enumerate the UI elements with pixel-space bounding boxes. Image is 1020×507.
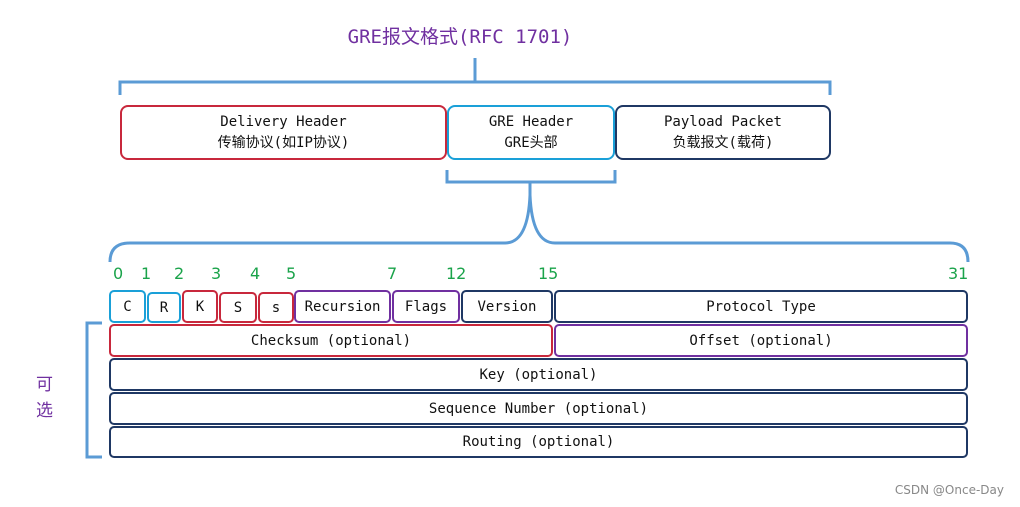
- top-bracket: [118, 58, 832, 95]
- optional-label-2: 选: [36, 401, 53, 421]
- field-c: C: [109, 290, 146, 323]
- bit-number-2: 2: [174, 264, 185, 283]
- bit-number-3: 3: [211, 264, 222, 283]
- bit-number-0: 0: [113, 264, 124, 283]
- gre-bracket: [445, 170, 617, 195]
- field-k: K: [182, 290, 218, 323]
- field-sequence-number: Sequence Number (optional): [109, 392, 968, 425]
- bit-number-4: 4: [250, 264, 261, 283]
- watermark: CSDN @Once-Day: [894, 483, 1004, 497]
- payload-packet-label: Payload Packet: [663, 113, 782, 130]
- field-flags: Flags: [392, 290, 460, 323]
- bit-number-7: 7: [387, 264, 398, 283]
- field-offset: Offset (optional): [554, 324, 968, 357]
- delivery-header-box: Delivery Header 传输协议(如IP协议): [120, 105, 447, 160]
- field-s-strict: s: [258, 292, 294, 323]
- delivery-header-label: Delivery Header: [220, 113, 347, 130]
- gre-header-box: GRE Header GRE头部: [447, 105, 615, 160]
- field-key: Key (optional): [109, 358, 968, 391]
- payload-packet-box: Payload Packet 负载报文(载荷): [615, 105, 831, 160]
- bit-number-15: 15: [538, 264, 559, 283]
- field-recursion: Recursion: [294, 290, 391, 323]
- field-s: S: [219, 292, 257, 323]
- delivery-header-sublabel: 传输协议(如IP协议): [217, 134, 350, 151]
- field-r: R: [147, 292, 181, 323]
- bit-number-5: 5: [286, 264, 297, 283]
- diagram-title: GRE报文格式(RFC 1701): [347, 26, 573, 48]
- gre-header-label: GRE Header: [488, 113, 574, 130]
- field-brace: [108, 194, 970, 263]
- payload-packet-sublabel: 负载报文(载荷): [672, 134, 774, 151]
- field-version: Version: [461, 290, 553, 323]
- bit-number-31: 31: [948, 264, 969, 283]
- field-checksum: Checksum (optional): [109, 324, 553, 357]
- optional-label-1: 可: [36, 375, 53, 395]
- bit-number-12: 12: [446, 264, 467, 283]
- bit-number-1: 1: [141, 264, 152, 283]
- field-routing: Routing (optional): [109, 426, 968, 458]
- gre-header-sublabel: GRE头部: [504, 134, 558, 151]
- optional-bracket: [85, 321, 102, 459]
- field-protocol-type: Protocol Type: [554, 290, 968, 323]
